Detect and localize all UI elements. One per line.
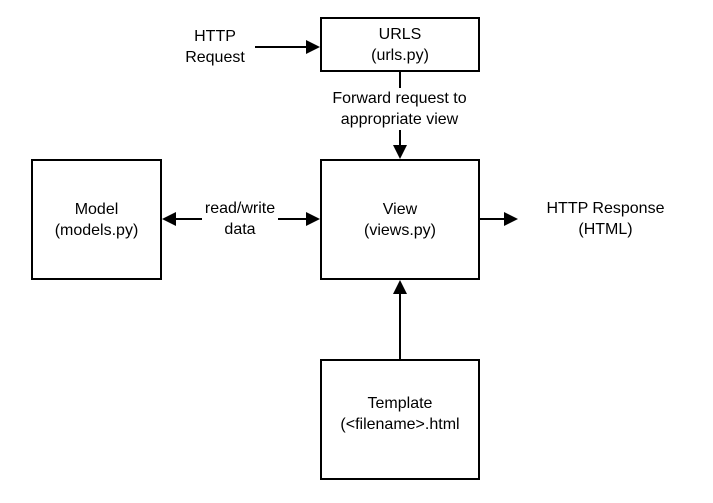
arrowhead-template-to-view — [393, 280, 407, 294]
node-urls-subtitle: (urls.py) — [371, 46, 429, 64]
node-urls-title: URLS — [378, 25, 422, 43]
arrowhead-urls-to-view — [393, 145, 407, 159]
node-template-subtitle: (<filename>.html — [340, 416, 460, 433]
node-model[interactable]: Model (models.py) — [31, 159, 162, 280]
node-urls[interactable]: URLS (urls.py) — [320, 17, 480, 72]
node-model-title: Model — [74, 200, 119, 218]
label-forward-request-line2: appropriate view — [340, 111, 459, 128]
connector-request-to-urls — [255, 46, 308, 48]
label-forward-request: Forward request to appropriate view — [312, 88, 487, 130]
label-forward-request-line1: Forward request to — [332, 90, 467, 107]
arrowhead-model-to-view — [306, 212, 320, 226]
node-view-title: View — [382, 200, 418, 218]
node-template-title: Template — [367, 395, 433, 412]
label-read-write-data: read/write data — [200, 198, 280, 240]
label-read-write-data-line2: data — [224, 221, 256, 238]
label-http-response-line1: HTTP Response — [546, 200, 665, 217]
arrowhead-view-to-response — [504, 212, 518, 226]
arrowhead-request-to-urls — [306, 40, 320, 54]
node-model-subtitle: (models.py) — [54, 221, 139, 239]
connector-template-to-view — [399, 294, 401, 359]
node-view-subtitle: (views.py) — [363, 221, 436, 239]
label-http-request-line2: Request — [185, 49, 245, 66]
node-template[interactable]: Template (<filename>.html — [320, 359, 480, 480]
arrowhead-view-to-model — [162, 212, 176, 226]
label-http-response: HTTP Response (HTML) — [528, 198, 683, 240]
label-read-write-data-line1: read/write — [204, 200, 276, 217]
label-http-request-line1: HTTP — [194, 28, 236, 45]
node-view[interactable]: View (views.py) — [320, 159, 480, 280]
connector-model-to-view — [278, 218, 306, 220]
label-http-response-line2: (HTML) — [578, 221, 633, 238]
connector-view-to-model — [176, 218, 202, 220]
connector-view-to-response — [480, 218, 504, 220]
label-http-request: HTTP Request — [155, 26, 275, 68]
